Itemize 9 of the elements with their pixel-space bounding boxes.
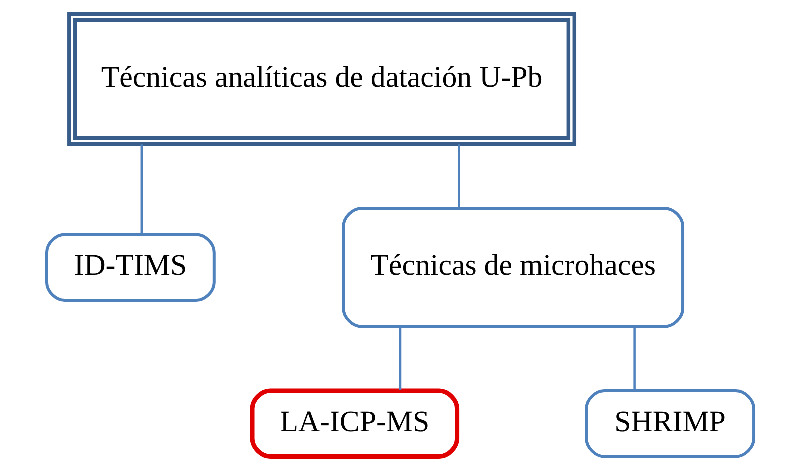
node-box: ID-TIMS (44, 233, 216, 302)
connector (633, 326, 636, 391)
node-box: LA-ICP-MS (250, 388, 460, 459)
connector (458, 144, 460, 208)
connector (398, 326, 402, 391)
node-box: SHRIMP (584, 389, 756, 458)
node-box: Técnicas de microhaces (342, 207, 684, 328)
node-box: Técnicas analíticas de datación U-Pb (67, 12, 576, 146)
connector (140, 144, 143, 235)
